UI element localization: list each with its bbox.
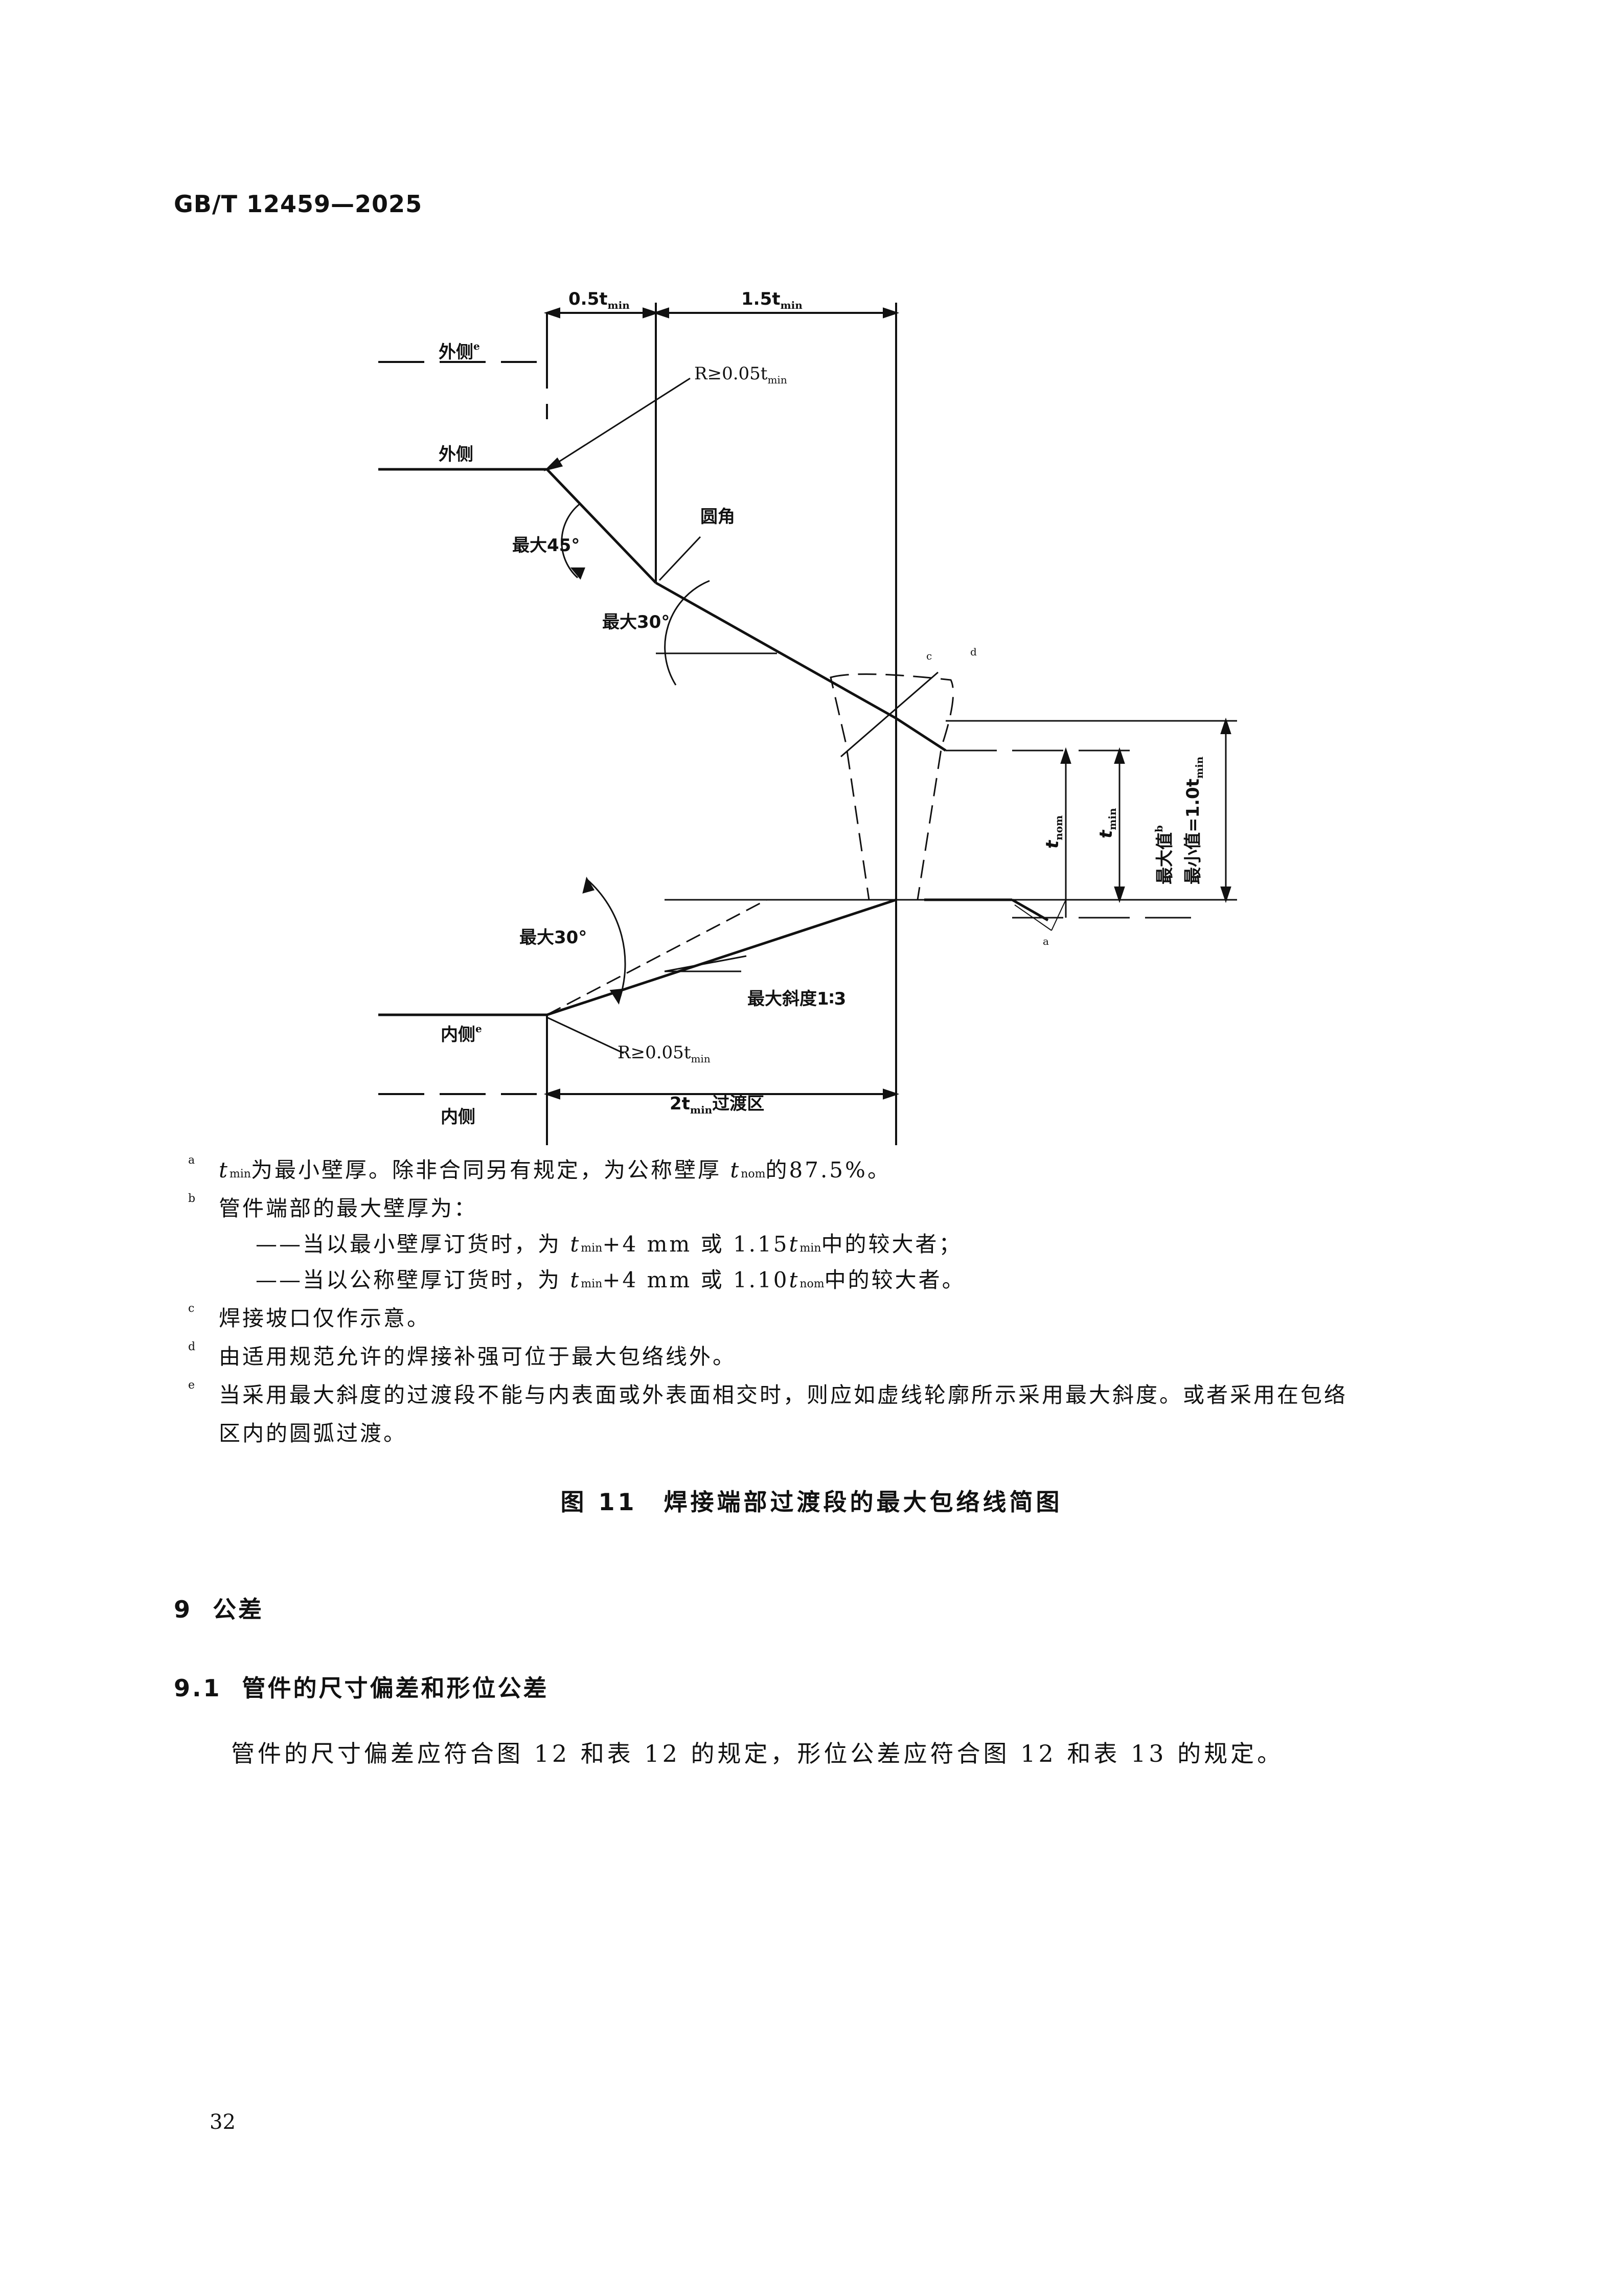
mark-c: c (926, 650, 932, 662)
radius-top: R≥0.05tmin (694, 363, 787, 386)
mark-a: a (1043, 935, 1049, 947)
t-nom-label: tnom (1042, 815, 1065, 849)
transition-label: 2tmin过渡区 (670, 1094, 764, 1116)
dim-top-left: 0.5tmin (568, 289, 630, 311)
weld-end-envelope-diagram: 0.5tmin 1.5tmin 外侧e R≥0.05tmin 外侧 圆角 最大4… (378, 289, 1237, 1145)
radius-bottom: R≥0.05tmin (618, 1042, 711, 1065)
inner-label: 内侧 (441, 1107, 475, 1127)
mark-d: d (970, 646, 977, 658)
dim-top-right: 1.5tmin (741, 289, 803, 311)
max30-bottom-label: 最大30° (519, 927, 587, 948)
footnote-b-line1: ——当以最小壁厚订货时，为 tmin+4 mm 或 1.15tmin中的较大者； (256, 1232, 963, 1257)
footnote-e-cont: 区内的圆弧过渡。 (219, 1421, 407, 1446)
min-value-label: 最小值=1.0tmin (1183, 756, 1205, 884)
standard-code: GB/T 12459—2025 (174, 190, 423, 218)
footnote-b-line2: ——当以公称壁厚订货时，为 tmin+4 mm 或 1.10tnom中的较大者。 (256, 1267, 966, 1292)
outer-label-e: 外侧e (439, 340, 480, 362)
max-value-label: 最大值b (1153, 825, 1175, 884)
round-corner-label: 圆角 (700, 507, 735, 527)
t-min-label: tmin (1096, 808, 1118, 838)
inner-label-e: 内侧e (441, 1022, 482, 1045)
max45-label: 最大45° (512, 535, 580, 556)
outer-label: 外侧 (439, 444, 473, 465)
figure-caption: 图 11 焊接端部过渡段的最大包络线简图 (560, 1488, 1063, 1516)
section-heading: 9 公差 (174, 1596, 264, 1623)
max30-top-label: 最大30° (602, 612, 670, 632)
body-paragraph: 管件的尺寸偏差应符合图 12 和表 12 的规定，形位公差应符合图 12 和表 … (231, 1740, 1284, 1767)
subsection-heading: 9.1 管件的尺寸偏差和形位公差 (174, 1674, 549, 1702)
max-slope-label: 最大斜度1∶3 (747, 989, 846, 1009)
page-number: 32 (210, 2110, 236, 2134)
